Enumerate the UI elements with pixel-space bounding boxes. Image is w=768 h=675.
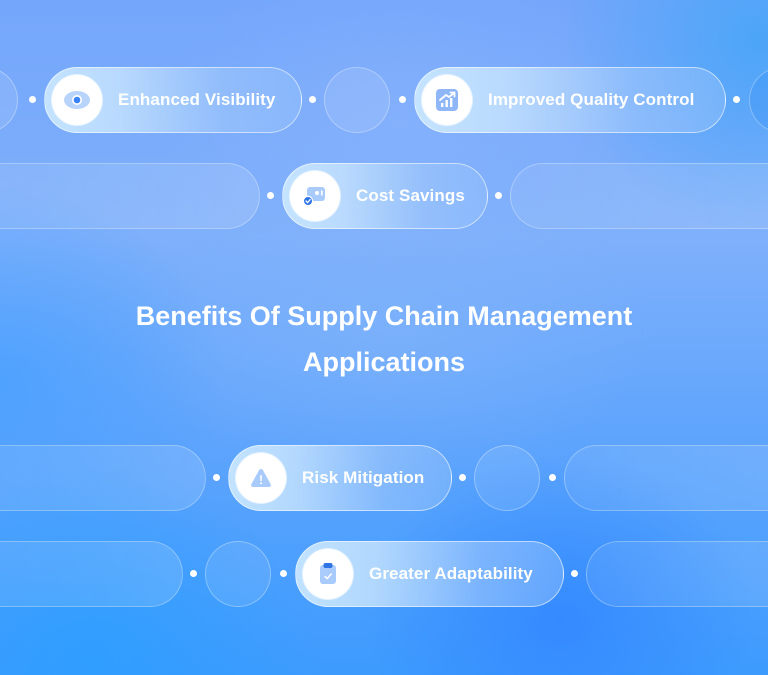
icon-badge bbox=[422, 75, 472, 125]
icon-badge bbox=[303, 549, 353, 599]
chart-up-icon bbox=[436, 89, 458, 111]
icon-badge bbox=[290, 171, 340, 221]
decorative-circle bbox=[749, 67, 768, 133]
connector-dot bbox=[549, 474, 556, 481]
benefit-risk-mitigation: Risk Mitigation bbox=[228, 445, 452, 511]
benefit-label: Improved Quality Control bbox=[488, 90, 695, 109]
connector-dot bbox=[213, 474, 220, 481]
decorative-pill bbox=[564, 445, 768, 511]
benefit-greater-adaptability: Greater Adaptability bbox=[295, 541, 564, 607]
benefits-row-3: Risk Mitigation bbox=[0, 445, 768, 511]
connector-dot bbox=[267, 192, 274, 199]
connector-dot bbox=[571, 570, 578, 577]
benefit-label: Enhanced Visibility bbox=[118, 90, 276, 109]
benefit-cost-savings: Cost Savings bbox=[282, 163, 488, 229]
connector-dot bbox=[280, 570, 287, 577]
page-title: Benefits Of Supply Chain Management Appl… bbox=[0, 293, 768, 385]
connector-dot bbox=[399, 96, 406, 103]
decorative-circle bbox=[324, 67, 390, 133]
decorative-pill bbox=[586, 541, 768, 607]
benefit-label: Greater Adaptability bbox=[369, 564, 533, 583]
connector-dot bbox=[190, 570, 197, 577]
connector-dot bbox=[495, 192, 502, 199]
icon-badge bbox=[236, 453, 286, 503]
benefit-enhanced-visibility: Enhanced Visibility bbox=[44, 67, 302, 133]
decorative-pill bbox=[0, 445, 206, 511]
eye-icon bbox=[64, 91, 90, 109]
benefits-row-1: Enhanced Visibility Improved Quality Con… bbox=[0, 67, 768, 133]
benefit-label: Risk Mitigation bbox=[302, 468, 425, 487]
decorative-pill bbox=[0, 541, 183, 607]
connector-dot bbox=[459, 474, 466, 481]
benefits-row-2: Cost Savings bbox=[0, 163, 768, 229]
wallet-check-icon bbox=[302, 187, 325, 207]
benefits-row-4: Greater Adaptability bbox=[0, 541, 768, 607]
decorative-circle bbox=[205, 541, 271, 607]
decorative-circle bbox=[474, 445, 540, 511]
connector-dot bbox=[309, 96, 316, 103]
decorative-pill bbox=[510, 163, 768, 229]
clipboard-check-icon bbox=[320, 563, 336, 584]
decorative-pill bbox=[0, 163, 260, 229]
connector-dot bbox=[733, 96, 740, 103]
decorative-circle bbox=[0, 67, 18, 133]
connector-dot bbox=[29, 96, 36, 103]
title-line-2: Applications bbox=[302, 347, 465, 377]
icon-badge bbox=[52, 75, 102, 125]
warning-triangle-icon bbox=[251, 469, 271, 487]
benefit-improved-quality-control: Improved Quality Control bbox=[414, 67, 726, 133]
benefit-label: Cost Savings bbox=[356, 186, 465, 205]
title-line-1: Benefits Of Supply Chain Management bbox=[135, 301, 633, 331]
